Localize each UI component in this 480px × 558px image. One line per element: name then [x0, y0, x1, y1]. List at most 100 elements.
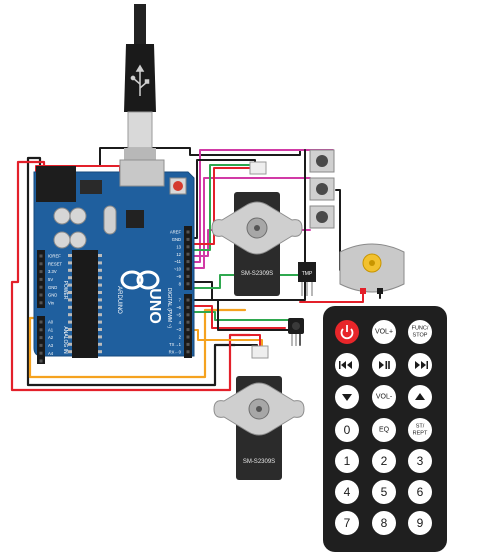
- header-pin[interactable]: [186, 350, 190, 354]
- header-pin[interactable]: [186, 267, 190, 271]
- remote-button[interactable]: 5: [372, 480, 396, 504]
- push-buttons: [309, 149, 335, 229]
- remote-button-label: 2: [381, 454, 388, 468]
- header-pin[interactable]: [186, 342, 190, 346]
- header-pin[interactable]: [186, 313, 190, 317]
- usb-cable: [124, 4, 156, 168]
- power-icon: [340, 325, 354, 340]
- remote-button[interactable]: 1: [335, 449, 359, 473]
- wire-magenta: [192, 177, 311, 269]
- remote-button-label: 0: [344, 423, 351, 437]
- remote-button[interactable]: 4: [335, 480, 359, 504]
- board-brand: ARDUINO: [116, 286, 122, 314]
- servo-motor-top[interactable]: SM-S2309S: [211, 161, 303, 296]
- motor-terminal: [377, 288, 383, 294]
- wire-black: [335, 189, 341, 271]
- header-pin[interactable]: [39, 351, 43, 355]
- ir-receiver[interactable]: [288, 318, 304, 346]
- reset-button-cap[interactable]: [173, 181, 183, 191]
- header-pin[interactable]: [39, 293, 43, 297]
- remote-button[interactable]: [335, 320, 359, 344]
- remote-button[interactable]: VOL+: [372, 320, 396, 344]
- remote-button[interactable]: 6: [408, 480, 432, 504]
- pin-label: 4: [179, 320, 182, 325]
- pin-label: AREF: [170, 230, 182, 235]
- remote-button[interactable]: VOL-: [372, 385, 396, 409]
- power-jack: [36, 166, 76, 202]
- remote-button-label: REPT: [413, 430, 428, 436]
- pin-label: 2: [179, 335, 182, 340]
- header-pin[interactable]: [186, 282, 190, 286]
- remote-button[interactable]: [372, 353, 396, 377]
- header-pin[interactable]: [186, 245, 190, 249]
- remote-button-label: 5: [381, 485, 388, 499]
- wires: [10, 147, 381, 392]
- push-button[interactable]: [309, 149, 335, 173]
- remote-button[interactable]: 2: [372, 449, 396, 473]
- header-pin[interactable]: [186, 237, 190, 241]
- pin-label: 8: [179, 281, 182, 286]
- remote-button[interactable]: 0: [335, 418, 359, 442]
- pin-label: A1: [48, 327, 54, 332]
- header-pin[interactable]: [39, 343, 43, 347]
- header-pin[interactable]: [39, 285, 43, 289]
- remote-button-label: 4: [344, 485, 351, 499]
- remote-button[interactable]: [335, 353, 359, 377]
- remote-button[interactable]: 3: [408, 449, 432, 473]
- remote-button[interactable]: ST/REPT: [408, 418, 432, 442]
- push-button[interactable]: [309, 205, 335, 229]
- chip-pins: [68, 254, 102, 354]
- header-pin[interactable]: [186, 320, 190, 324]
- header-pin[interactable]: [39, 254, 43, 258]
- header-pin[interactable]: [186, 252, 190, 256]
- remote-button-label: ST/: [416, 424, 425, 430]
- header-pin[interactable]: [186, 298, 190, 302]
- header-pin[interactable]: [39, 262, 43, 266]
- pin-label: 7: [179, 298, 182, 303]
- remote-button[interactable]: 9: [408, 511, 432, 535]
- header-pin[interactable]: [186, 230, 190, 234]
- remote-button[interactable]: [408, 385, 432, 409]
- play-pause-icon: [379, 361, 390, 369]
- header-pin[interactable]: [186, 305, 190, 309]
- remote-button[interactable]: 7: [335, 511, 359, 535]
- arduino-logo: [120, 270, 160, 290]
- header-pin[interactable]: [186, 260, 190, 264]
- remote-button[interactable]: EQ: [372, 418, 396, 442]
- remote-button[interactable]: 8: [372, 511, 396, 535]
- temperature-sensor[interactable]: TMP: [298, 262, 316, 296]
- header-pin[interactable]: [39, 320, 43, 324]
- wire-red: [192, 167, 259, 245]
- remote-button-label: 3: [417, 454, 424, 468]
- header-pin[interactable]: [39, 277, 43, 281]
- header-pin[interactable]: [39, 336, 43, 340]
- header-pin[interactable]: [186, 328, 190, 332]
- header-pin[interactable]: [39, 359, 43, 363]
- pin-label: TX→1: [169, 342, 182, 347]
- dc-motor[interactable]: [339, 243, 405, 294]
- remote-button[interactable]: [408, 353, 432, 377]
- header-pin[interactable]: [39, 328, 43, 332]
- servo-connector: [251, 345, 269, 359]
- header-pin[interactable]: [39, 270, 43, 274]
- remote-button-label: 1: [344, 454, 351, 468]
- usb-icon: [130, 64, 150, 96]
- pin-label: RX←0: [169, 349, 182, 354]
- servo-label: SM-S2309S: [241, 271, 273, 277]
- push-button[interactable]: [309, 177, 335, 201]
- remote-button-label: VOL+: [375, 329, 393, 336]
- remote-button[interactable]: FUNC/STOP: [408, 320, 432, 344]
- header-pin[interactable]: [186, 335, 190, 339]
- capacitors: [53, 207, 87, 249]
- servo-motor-bottom[interactable]: SM-S2309S: [213, 345, 305, 480]
- pin-label: ~5: [176, 312, 181, 317]
- remote-button-label: EQ: [379, 427, 390, 434]
- header-pin[interactable]: [186, 274, 190, 278]
- remote-button[interactable]: [335, 385, 359, 409]
- header-pin[interactable]: [39, 301, 43, 305]
